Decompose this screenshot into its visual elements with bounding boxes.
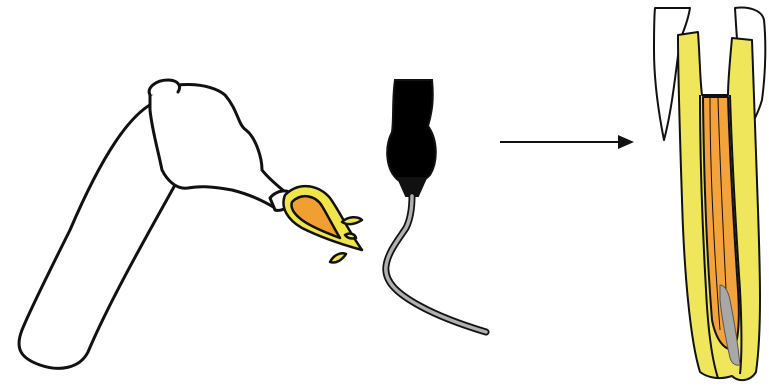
spreader-instrument-icon	[386, 80, 486, 332]
torch-icon	[19, 80, 292, 368]
arrow-head	[618, 135, 634, 149]
flame-spark-3	[345, 234, 356, 239]
right-arrow-icon	[500, 135, 634, 149]
flame-spark-1	[342, 217, 362, 224]
instrument-handle	[387, 80, 436, 183]
instrument-shaft-outline	[386, 196, 486, 332]
flame-icon	[284, 186, 362, 262]
flame-spark-2	[330, 253, 346, 262]
tooth-cross-section-icon	[654, 8, 765, 381]
